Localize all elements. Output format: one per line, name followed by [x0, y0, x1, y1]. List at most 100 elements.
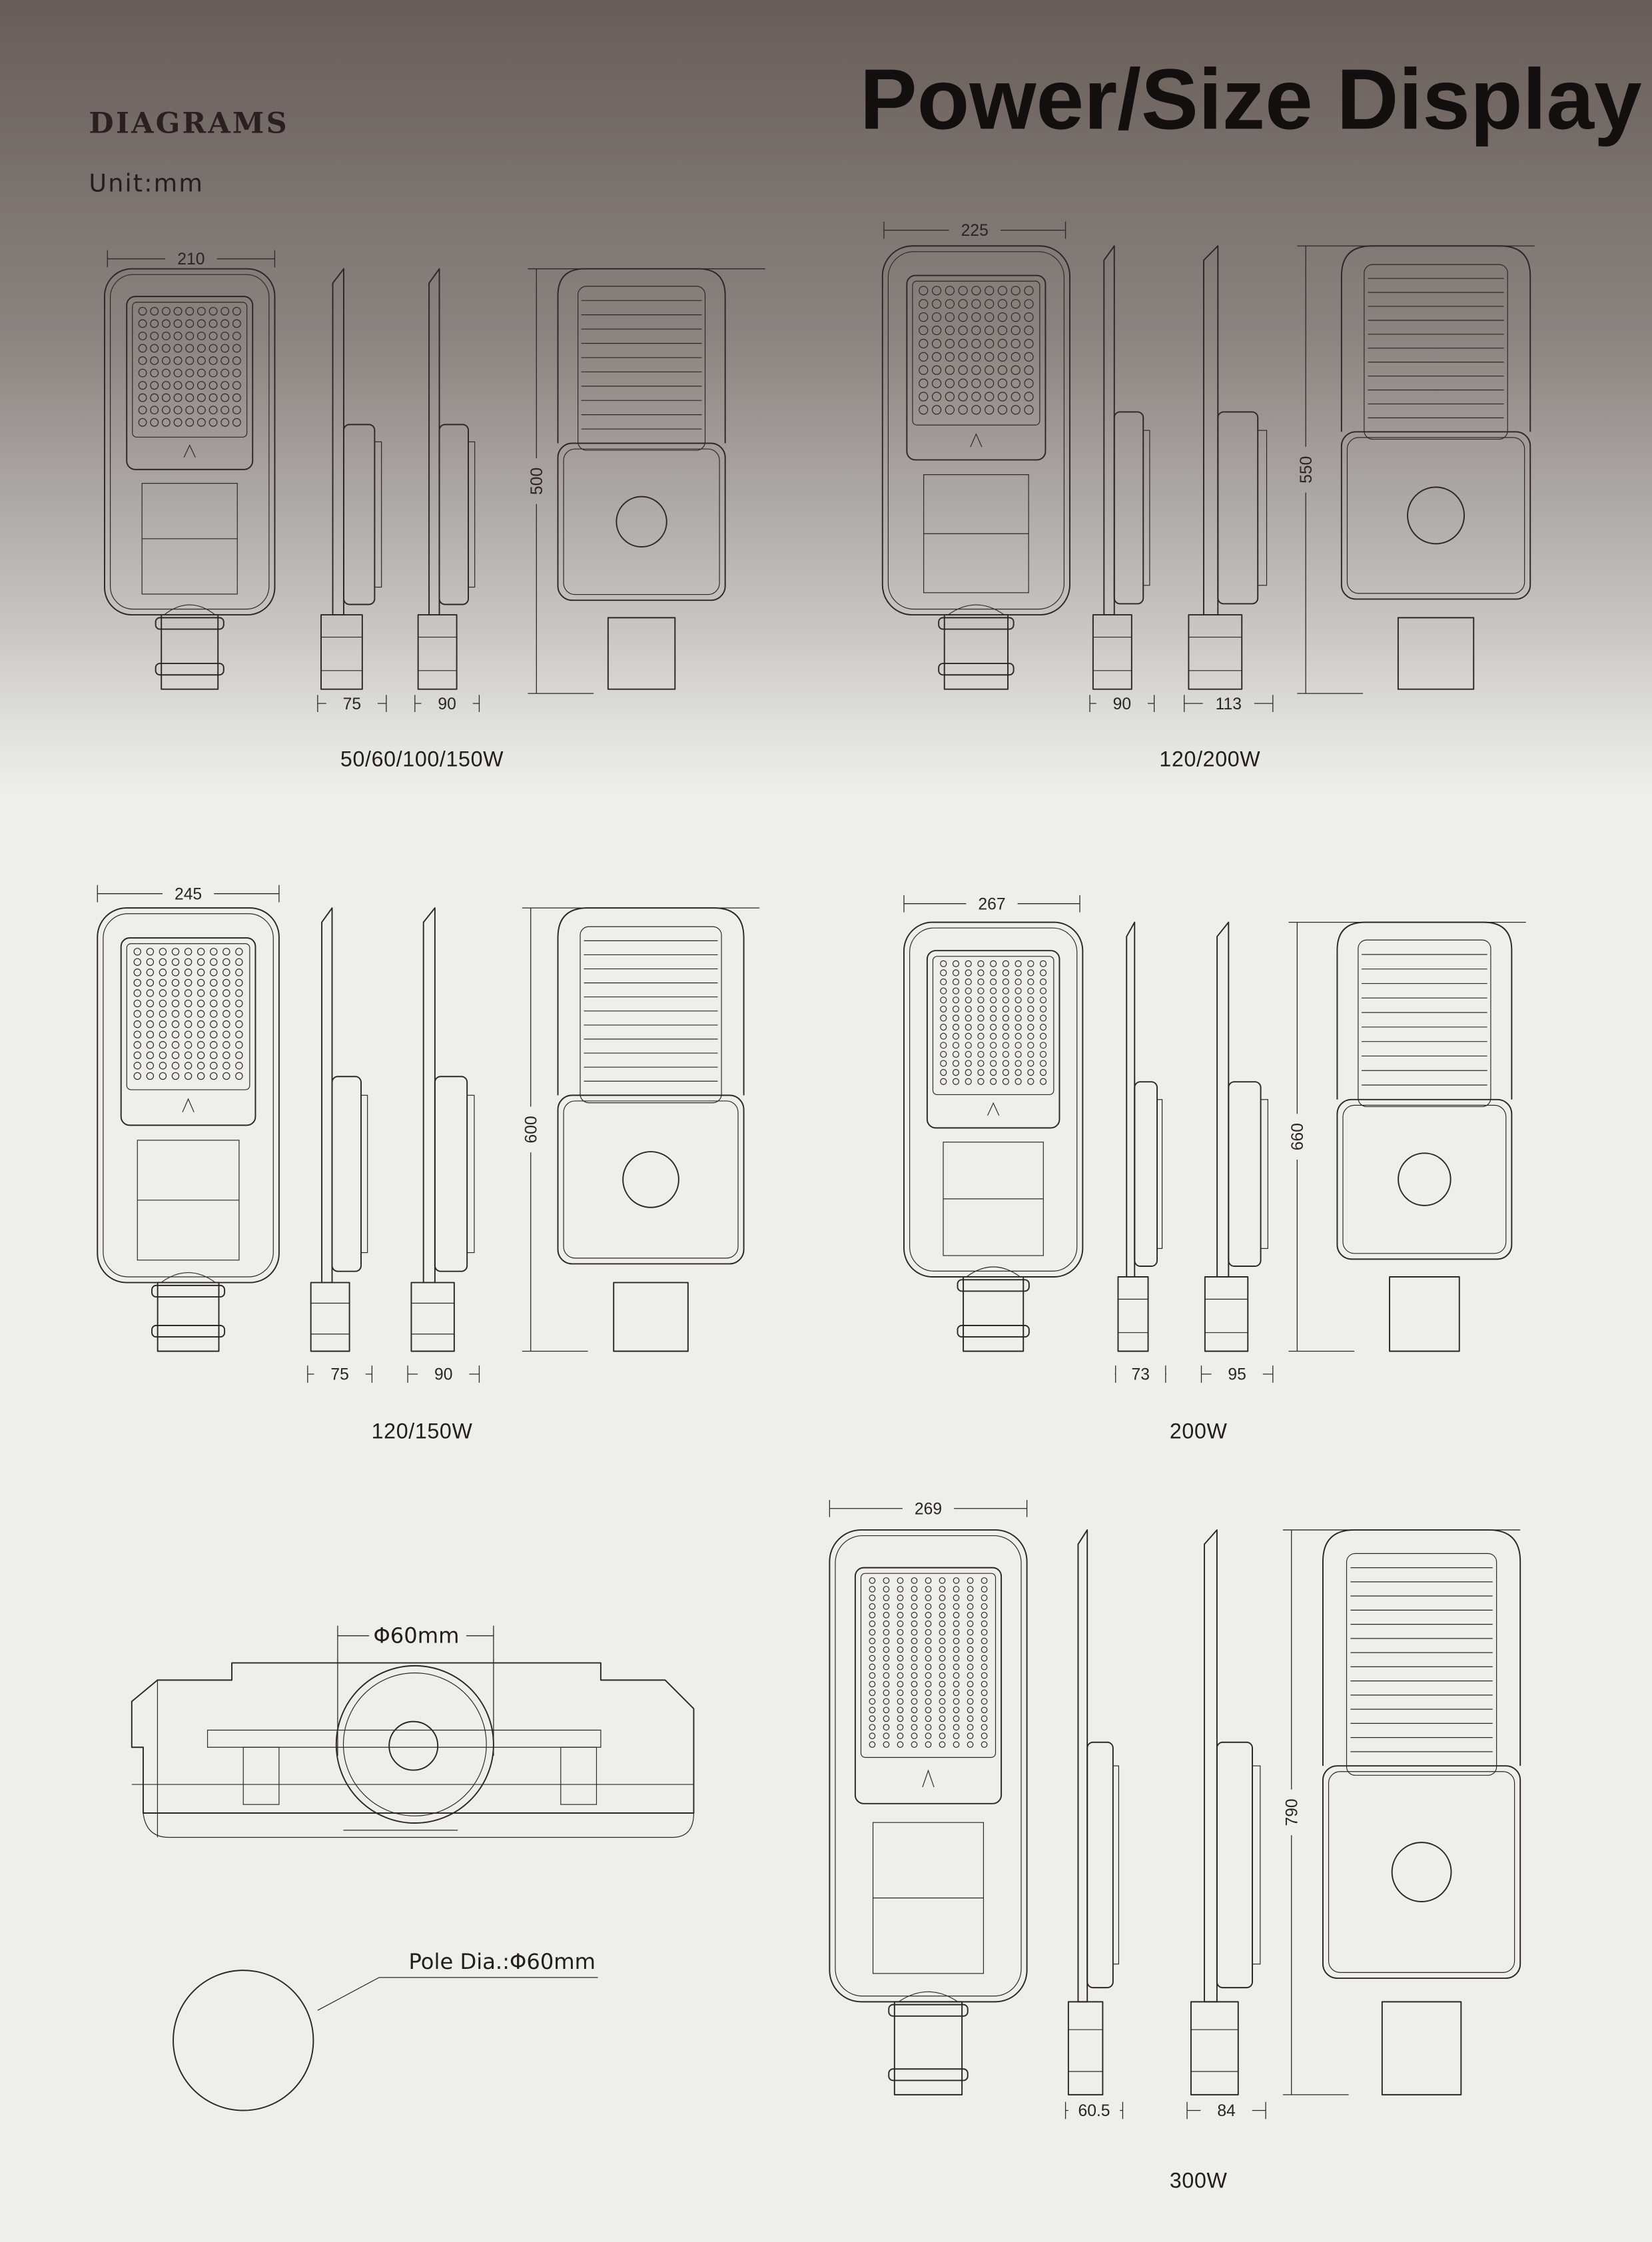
led-chip	[133, 958, 141, 966]
led-chip	[185, 368, 195, 378]
led-chip	[133, 978, 141, 987]
led-chip	[150, 319, 159, 328]
led-chip	[171, 989, 180, 997]
led-chip	[981, 1732, 988, 1740]
led-chip	[138, 393, 147, 402]
led-chip	[173, 406, 183, 415]
led-chip	[1039, 969, 1047, 976]
driver-box-inner	[1328, 1771, 1515, 1973]
led-chip	[222, 1030, 230, 1038]
depth-dimension-line	[1184, 695, 1274, 713]
led-chip	[869, 1620, 876, 1627]
led-chip	[919, 325, 929, 336]
led-chip	[939, 1689, 946, 1696]
bracket-profile	[1117, 1276, 1149, 1352]
led-chip	[869, 1577, 876, 1584]
led-chip	[925, 1646, 932, 1653]
led-chip	[967, 1586, 974, 1593]
led-chip	[931, 325, 942, 336]
led-chip	[171, 968, 180, 976]
led-chip	[1027, 987, 1034, 994]
bracket-clamps	[1068, 2029, 1103, 2072]
led-chip	[911, 1672, 918, 1679]
bracket-clamps	[1204, 1298, 1248, 1333]
led-chip	[967, 1698, 974, 1705]
led-chip	[232, 368, 241, 378]
housing-profile	[428, 268, 440, 616]
driver-box-profile	[1086, 1741, 1114, 1989]
led-chip	[953, 1637, 960, 1645]
led-chip	[150, 344, 159, 353]
housing-profile	[1126, 921, 1136, 1278]
depth-dimension-line	[1114, 1365, 1166, 1383]
led-chip	[965, 978, 972, 986]
led-chip	[197, 999, 205, 1008]
led-panel	[906, 274, 1046, 461]
led-chip	[958, 299, 968, 309]
bracket-clamps	[411, 1302, 454, 1335]
led-chip	[977, 1024, 985, 1031]
led-chip	[222, 1020, 230, 1028]
led-chip	[997, 405, 1008, 415]
led-chip	[197, 418, 206, 427]
led-chip	[971, 286, 981, 296]
led-chip	[869, 1603, 876, 1610]
led-chip	[133, 989, 141, 997]
led-chip	[919, 286, 929, 296]
led-chip	[133, 1072, 141, 1080]
led-chip	[990, 1069, 997, 1076]
led-chip	[997, 338, 1008, 349]
photocell-socket	[616, 496, 667, 548]
driver-lid-profile	[1252, 1765, 1261, 1965]
led-chip	[235, 958, 243, 966]
led-chip	[133, 1041, 141, 1049]
led-chip	[173, 368, 183, 378]
led-chip	[897, 1741, 904, 1748]
led-chip	[197, 1030, 205, 1038]
led-chip	[939, 1577, 946, 1584]
led-chip	[945, 392, 955, 402]
led-chip	[977, 1069, 985, 1076]
led-chip	[965, 987, 972, 994]
led-chip	[897, 1646, 904, 1653]
led-chip	[232, 393, 241, 402]
bracket-profile	[410, 1282, 455, 1352]
led-chip	[185, 418, 195, 427]
pole-diameter-label: Pole Dia.:Φ60mm	[409, 1949, 596, 1974]
led-chip	[1015, 969, 1022, 976]
led-chip	[159, 1030, 167, 1038]
led-chip	[931, 392, 942, 402]
led-chip	[185, 356, 195, 365]
bracket-rail	[206, 1729, 602, 1748]
led-chip	[953, 1620, 960, 1627]
led-chip	[146, 1010, 155, 1018]
depth-dimension-label: 90	[434, 1366, 452, 1384]
led-chip	[133, 1051, 141, 1060]
led-chip	[911, 1603, 918, 1610]
led-module	[912, 280, 1040, 426]
led-chip	[184, 1010, 193, 1018]
driver-box	[557, 1094, 745, 1265]
led-chip	[985, 405, 995, 415]
led-chip	[883, 1586, 890, 1593]
led-chip	[958, 392, 968, 402]
height-dimension-line	[1282, 1529, 1521, 2095]
led-chip	[919, 299, 929, 309]
led-chip	[220, 319, 230, 328]
photocell-socket	[1391, 1842, 1452, 1902]
height-dimension-line	[1288, 921, 1526, 1352]
depth-dimension-label: 113	[1216, 695, 1242, 713]
led-chip	[925, 1611, 932, 1619]
led-chip	[967, 1577, 974, 1584]
led-chip	[220, 306, 230, 316]
led-chip	[939, 1637, 946, 1645]
led-chip	[958, 312, 968, 322]
led-chip	[210, 1041, 218, 1049]
led-chip	[1024, 338, 1034, 349]
led-chip	[925, 1663, 932, 1671]
led-chip	[981, 1663, 988, 1671]
led-chip	[990, 960, 997, 967]
led-chip	[208, 393, 218, 402]
led-chip	[222, 1062, 230, 1070]
